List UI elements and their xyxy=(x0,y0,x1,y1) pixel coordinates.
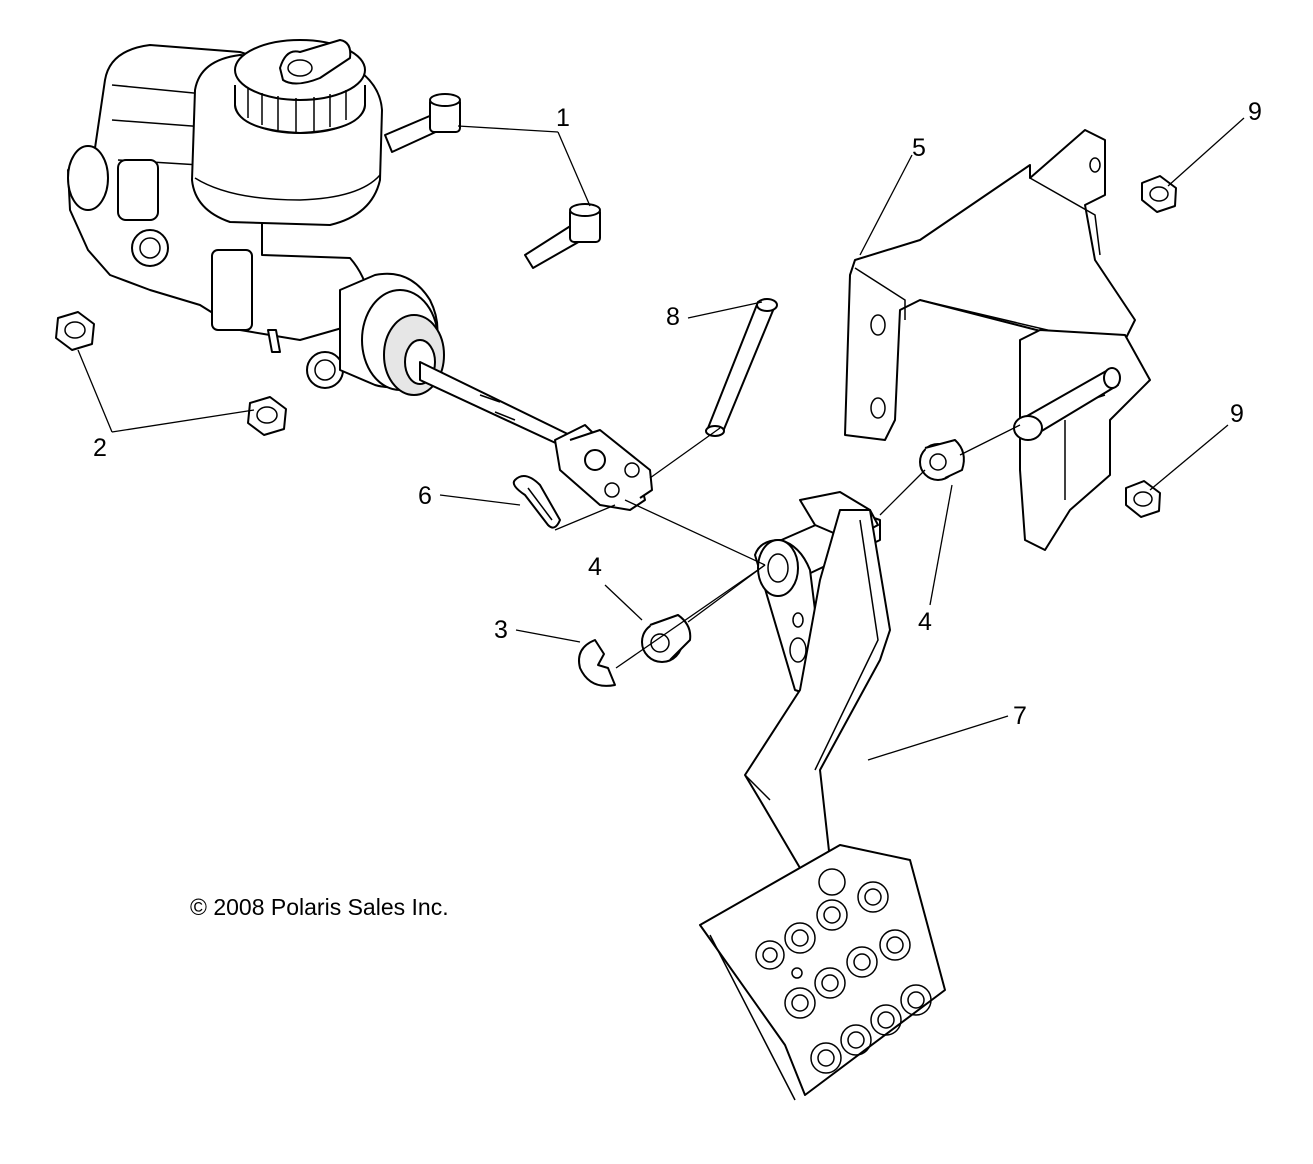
bolt xyxy=(524,203,601,269)
callout-6: 6 xyxy=(418,482,432,510)
callout-4-right: 4 xyxy=(918,608,932,636)
callout-8: 8 xyxy=(666,303,680,331)
leader-lines xyxy=(77,117,1245,761)
e-clip xyxy=(578,639,616,687)
callout-9-top: 9 xyxy=(1248,98,1262,126)
callout-4-left: 4 xyxy=(588,553,602,581)
reservoir-cap xyxy=(234,39,366,134)
flange-nut xyxy=(1141,175,1177,213)
push-rod-clevis xyxy=(419,361,653,511)
bushing xyxy=(641,614,692,663)
mounting-bracket xyxy=(844,129,1151,551)
callout-9-bottom: 9 xyxy=(1230,400,1244,428)
pivot-shaft xyxy=(1013,367,1121,441)
flange-nut xyxy=(55,311,95,351)
callout-2: 2 xyxy=(93,434,107,462)
cotter-pin xyxy=(512,475,561,529)
flange-nut xyxy=(1125,480,1161,518)
callout-5: 5 xyxy=(912,134,926,162)
master-cylinder xyxy=(67,39,445,396)
bushing xyxy=(919,439,965,481)
pad-holes xyxy=(755,868,932,1074)
brake-pedal xyxy=(699,491,946,1101)
flange-nut xyxy=(247,396,287,436)
callout-1: 1 xyxy=(556,104,570,132)
callout-3: 3 xyxy=(494,616,508,644)
bolt xyxy=(384,93,461,153)
callout-7: 7 xyxy=(1013,702,1027,730)
copyright-notice: © 2008 Polaris Sales Inc. xyxy=(190,894,449,920)
clevis-pin xyxy=(705,298,778,437)
